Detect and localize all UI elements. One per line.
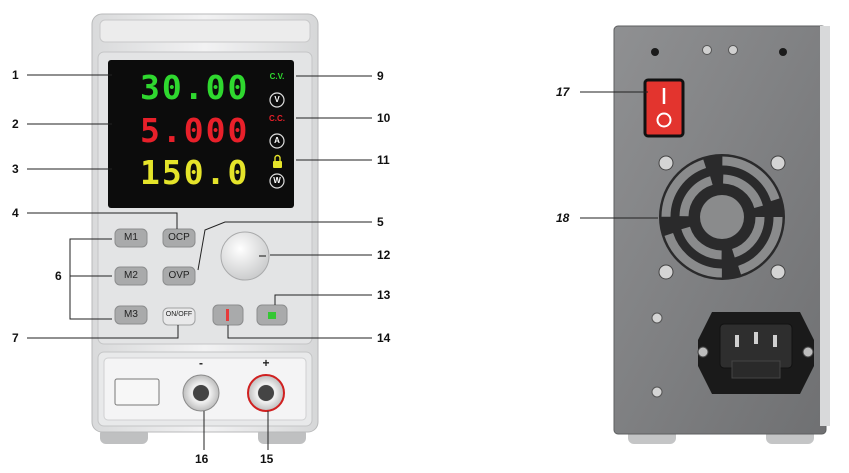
m3-button[interactable]: M3 [124,309,138,320]
unit-v: V [274,95,280,104]
callout-15: 15 [260,452,274,466]
leader-lines [27,74,658,450]
callout-10: 10 [377,111,391,125]
m1-button-shape[interactable] [114,228,148,248]
ovp-button-shape[interactable] [162,266,196,286]
lock-icon [273,154,282,168]
w-indicator [269,173,285,189]
ocp-button-shape[interactable] [162,228,196,248]
cc-mode-label: C.C. [269,114,285,123]
power-switch[interactable] [643,78,685,138]
negative-terminal-hole [193,385,209,401]
callout-14: 14 [377,331,391,345]
display-window [108,60,294,208]
label-plate [114,378,160,406]
callout-18: 18 [556,211,570,225]
callout-12: 12 [377,248,391,262]
back-top-screw-2 [702,45,712,55]
back-top-screw-1 [651,48,659,56]
callout-9: 9 [377,69,384,83]
ovp-button[interactable]: OVP [168,270,190,281]
callout-4: 4 [12,206,19,220]
power-readout: 150.0 [140,153,250,192]
front-handle [99,19,311,43]
m2-button[interactable]: M2 [124,270,138,281]
a-indicator [269,133,285,149]
callout-3: 3 [12,162,19,176]
unit-a: A [274,136,280,145]
ocp-button[interactable]: OCP [168,232,190,243]
adjust-knob[interactable] [220,231,270,281]
positive-polarity-label: + [262,356,270,370]
unit-w: W [273,176,281,185]
callout-7: 7 [12,331,19,345]
red-led [226,309,229,321]
callout-11: 11 [377,153,390,167]
onoff-button-shape[interactable] [162,307,196,326]
m2-button-shape[interactable] [114,266,148,286]
ac-power-inlet [697,312,814,394]
cooling-fan [659,154,785,280]
back-side-strip [820,26,830,426]
callout-1: 1 [12,68,19,82]
callout-5: 5 [377,215,384,229]
fan-screw-tr [770,155,786,171]
callout-17: 17 [556,85,570,99]
back-screw-mid [651,312,663,324]
fan-screw-bl [658,264,674,280]
current-readout: 5.000 [140,111,250,150]
back-screw-low [651,386,663,398]
back-top-screw-3 [728,45,738,55]
cv-mode-label: C.V. [269,72,285,81]
voltage-readout: 30.00 [140,68,250,107]
m1-button[interactable]: M1 [124,232,138,243]
v-indicator [269,92,285,108]
positive-terminal-hole [258,385,274,401]
callout-2: 2 [12,117,19,131]
callout-13: 13 [377,288,391,302]
on-off-button[interactable]: ON/OFF [165,311,193,318]
m3-button-shape[interactable] [114,305,148,325]
back-top-screw-4 [779,48,787,56]
fan-screw-tl [658,155,674,171]
green-led [268,312,276,319]
fan-screw-br [770,264,786,280]
callout-16: 16 [195,452,209,466]
power-switch-off-mark [656,112,672,128]
callout-6: 6 [55,269,62,283]
negative-polarity-label: - [199,356,203,370]
